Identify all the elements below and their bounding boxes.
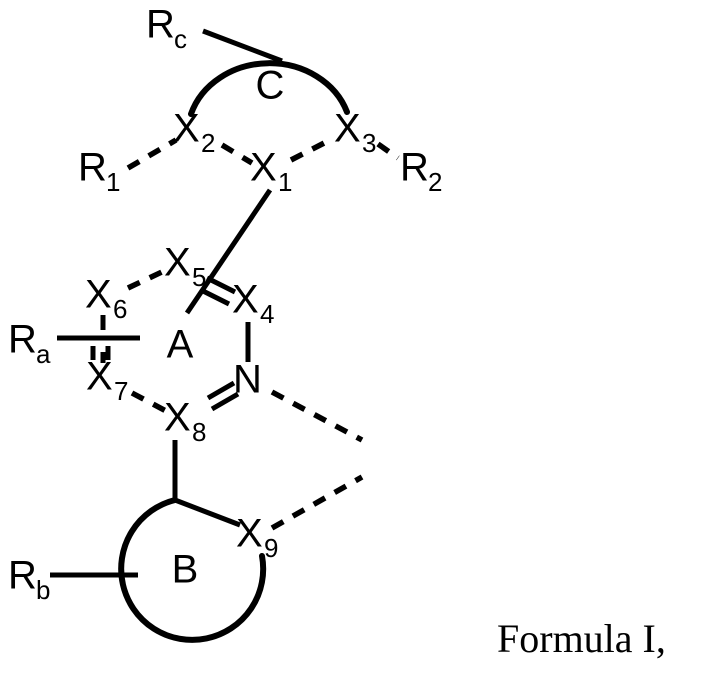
- atom-label-x8: X 8: [164, 396, 206, 447]
- bond-r1-x2: [126, 137, 178, 171]
- bond-x7-x8: [130, 390, 168, 414]
- atom-x1-base: X: [250, 146, 277, 190]
- atom-x9-sub: 9: [264, 533, 278, 563]
- substituent-label-r2: R 2: [400, 146, 442, 197]
- atom-label-x6: X 6: [85, 273, 127, 324]
- substituent-r2-sub: 2: [428, 167, 442, 197]
- bond-x3-r2: [376, 141, 400, 161]
- atom-label-x1: X 1: [250, 146, 292, 197]
- atom-x4-base: X: [232, 278, 259, 322]
- atom-x9-base: X: [236, 512, 263, 556]
- atom-x7-base: X: [86, 355, 113, 399]
- bond-n-open-dashed: [270, 389, 364, 443]
- bond-ringb-to-x9: [174, 497, 241, 528]
- formula-caption: Formula I,: [497, 616, 666, 661]
- atom-x1-sub: 1: [278, 167, 292, 197]
- bond-x1-x3: [289, 137, 332, 163]
- substituent-label-rc: R c: [146, 3, 187, 54]
- atom-label-x5: X 5: [164, 241, 206, 292]
- atom-x8-base: X: [164, 396, 191, 440]
- substituent-label-rb: R b: [8, 554, 50, 605]
- atom-label-x9: X 9: [236, 512, 278, 563]
- substituent-rb-sub: b: [36, 575, 50, 605]
- bond-x8-n-line2: [210, 391, 240, 412]
- atom-label-x4: X 4: [232, 278, 274, 329]
- atom-label-x3: X 3: [334, 107, 376, 158]
- atom-x5-base: X: [164, 241, 191, 285]
- bond-x6-x5: [126, 268, 166, 291]
- substituent-ra-sub: a: [36, 339, 51, 369]
- atom-x8-sub: 8: [192, 417, 206, 447]
- substituent-r1-sub: 1: [106, 167, 120, 197]
- bond-x8-n-line1: [206, 380, 236, 401]
- atom-x5-sub: 5: [192, 262, 206, 292]
- bond-x5-x4-line2: [199, 287, 231, 307]
- atom-x3-sub: 3: [362, 128, 376, 158]
- bond-x9-open-dashed: [270, 474, 364, 531]
- atom-x4-sub: 4: [260, 299, 274, 329]
- bond-rc-to-ring-c: [202, 28, 283, 64]
- atom-x6-sub: 6: [113, 294, 127, 324]
- substituent-rc-sub: c: [174, 24, 187, 54]
- bond-x2-x1: [220, 142, 254, 166]
- atom-x3-base: X: [334, 107, 361, 151]
- substituent-ra-base: R: [8, 318, 37, 362]
- ring-label-a: A: [167, 323, 194, 367]
- ring-c-arc: [188, 60, 350, 117]
- atom-x2-base: X: [173, 107, 200, 151]
- atom-label-n: N: [233, 358, 262, 402]
- ring-label-b: B: [172, 548, 199, 592]
- ring-b-circle: [118, 497, 267, 643]
- atom-label-x7: X 7: [86, 355, 128, 406]
- ring-label-c: C: [256, 64, 285, 108]
- substituent-label-r1: R 1: [78, 146, 120, 197]
- atom-x2-sub: 2: [201, 128, 215, 158]
- atom-label-x2: X 2: [173, 107, 215, 158]
- atom-n-base: N: [233, 358, 262, 402]
- substituent-r1-base: R: [78, 146, 107, 190]
- substituent-r2-base: R: [400, 146, 429, 190]
- substituent-rb-base: R: [8, 554, 37, 598]
- atom-x6-base: X: [85, 273, 112, 317]
- atom-x7-sub: 7: [114, 376, 128, 406]
- bond-x5-x4-line1: [205, 275, 237, 295]
- substituent-label-ra: R a: [8, 318, 51, 369]
- substituent-rc-base: R: [146, 3, 175, 47]
